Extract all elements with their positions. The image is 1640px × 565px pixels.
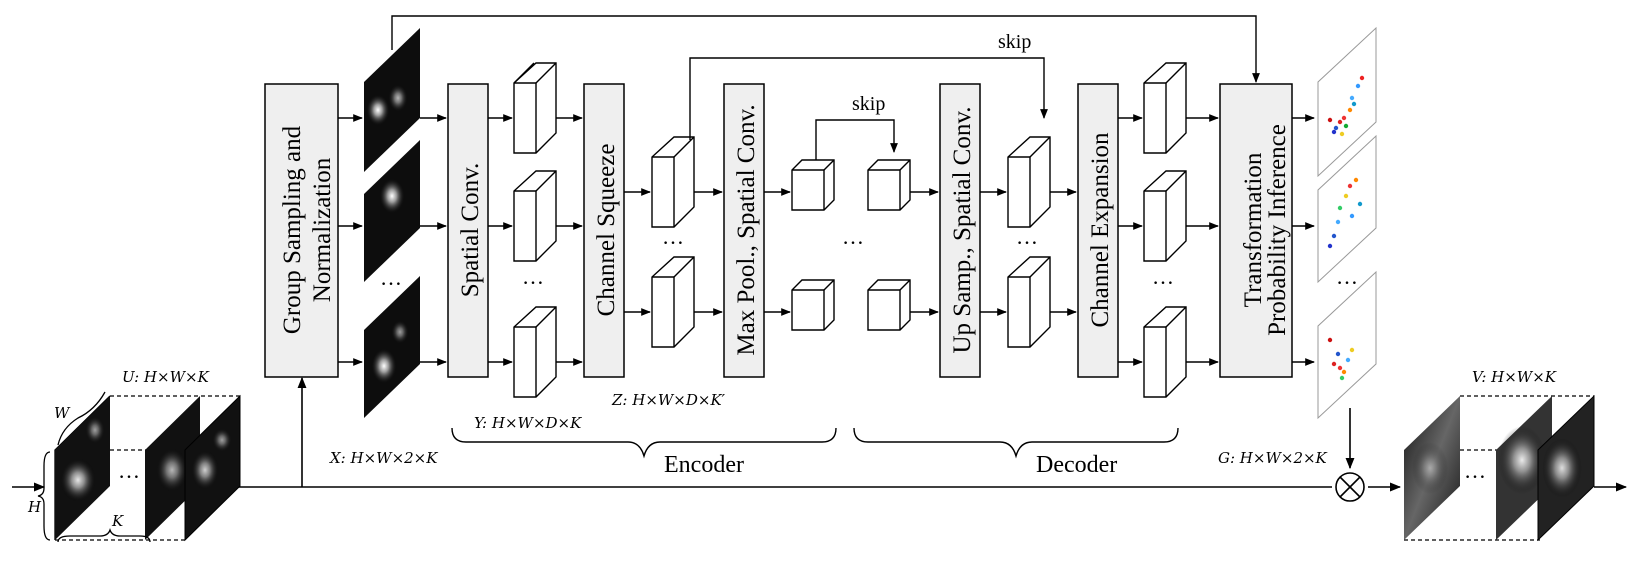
transformation-label-1: Transformation: [1240, 152, 1267, 307]
output-volume-v: … V: H×W×K: [1404, 368, 1595, 542]
upsamp-block: Up Samp., Spatial Conv.: [939, 83, 981, 378]
channel-expansion-block: Channel Expansion: [1077, 83, 1119, 378]
input-volume-u: … W H K U: H×W×K: [27, 368, 241, 543]
slab-exp-3: [1143, 306, 1187, 398]
transformation-label-2: Probability Inference: [1264, 124, 1291, 336]
slab-dec-2: [1007, 256, 1051, 348]
feature-maps-dec: [1007, 136, 1051, 348]
prob-map-1: [1317, 26, 1377, 178]
sample-ellipsis: …: [380, 265, 403, 290]
slab-y-3: [513, 306, 557, 398]
cube-dec-2: [867, 279, 911, 331]
skip-top: [391, 15, 1260, 83]
channel-squeeze-block: Channel Squeeze: [583, 83, 625, 378]
exp-ellipsis: …: [1152, 264, 1175, 289]
feature-maps-z: [651, 136, 695, 348]
sample-frame-3: [364, 276, 420, 418]
sampled-frames-x: …: [364, 28, 420, 418]
dec-ellipsis: …: [1016, 224, 1039, 249]
skip-outer: [689, 57, 1048, 140]
dim-k-label: K: [111, 512, 124, 530]
encoder-label: Encoder: [664, 452, 744, 478]
dim-w-label: W: [54, 404, 71, 422]
tensor-z-label: Z: H×W×D×K′: [611, 391, 726, 409]
tensor-v-label: V: H×W×K: [1472, 368, 1557, 386]
cube-enc-2: [791, 279, 835, 331]
maxpool-block: Max Pool., Spatial Conv.: [723, 83, 765, 378]
prob-arrows: [1292, 114, 1315, 366]
channel-squeeze-label: Channel Squeeze: [593, 144, 620, 317]
group-sampling-label-1: Group Sampling and: [279, 125, 306, 334]
z-ellipsis: …: [662, 224, 685, 249]
encoder-brace: [451, 427, 837, 459]
spatial-conv-block: Spatial Conv.: [447, 83, 489, 378]
multiply-operator: [1335, 472, 1365, 502]
maxpool-label: Max Pool., Spatial Conv.: [733, 104, 760, 355]
prob-ellipsis: …: [1336, 264, 1359, 289]
spatial-conv-label: Spatial Conv.: [457, 163, 484, 298]
slab-y-1: [513, 62, 557, 154]
input-ellipsis: …: [118, 458, 141, 483]
output-ellipsis: …: [1464, 458, 1487, 483]
y-ellipsis: …: [522, 264, 545, 289]
feature-maps-exp: [1143, 62, 1187, 398]
skip-inner-label: skip: [852, 93, 885, 115]
prob-map-3: [1317, 270, 1377, 420]
slab-dec-1: [1007, 136, 1051, 228]
dec-arrows: [980, 188, 1077, 316]
z-in-arrows: [624, 188, 723, 316]
main-flow-line: [12, 376, 1628, 492]
spatial-in-arrows: [420, 114, 447, 366]
tensor-u-label: U: H×W×K: [122, 368, 210, 386]
decoder-brace: [853, 427, 1179, 459]
group-sampling-block: Group Sampling and Normalization: [264, 83, 339, 378]
svg-text:Group Sampling and: Group Sampling and: [279, 125, 306, 334]
skip-outer-label: skip: [998, 31, 1031, 53]
decoder-label: Decoder: [1036, 452, 1117, 478]
cube-arrows: [764, 188, 939, 316]
probability-maps: …: [1317, 26, 1377, 420]
bottleneck-cubes: [791, 159, 911, 331]
slab-z-1: [651, 136, 695, 228]
transformation-block: Transformation Probability Inference: [1219, 83, 1293, 378]
slab-exp-2: [1143, 170, 1187, 262]
channel-expansion-label: Channel Expansion: [1087, 132, 1114, 328]
exp-arrows: [1118, 114, 1219, 366]
cube-ellipsis: …: [842, 224, 865, 249]
svg-text:Normalization: Normalization: [309, 157, 336, 302]
cube-enc-1: [791, 159, 835, 211]
skip-inner: [815, 119, 898, 160]
tensor-y-label: Y: H×W×D×K: [474, 414, 582, 432]
group-sampling-label-2: Normalization: [309, 157, 336, 302]
tensor-x-label: X: H×W×2×K: [329, 449, 438, 467]
upsamp-label: Up Samp., Spatial Conv.: [949, 107, 976, 354]
tensor-g-label: G: H×W×2×K: [1218, 449, 1328, 467]
dim-h-label: H: [27, 498, 42, 516]
feature-maps-y: [513, 62, 557, 398]
group-out-arrows: [338, 114, 363, 366]
slab-z-2: [651, 256, 695, 348]
slab-exp-1: [1143, 62, 1187, 154]
prob-map-2: [1317, 134, 1377, 284]
cube-dec-1: [867, 159, 911, 211]
slab-y-2: [513, 170, 557, 262]
